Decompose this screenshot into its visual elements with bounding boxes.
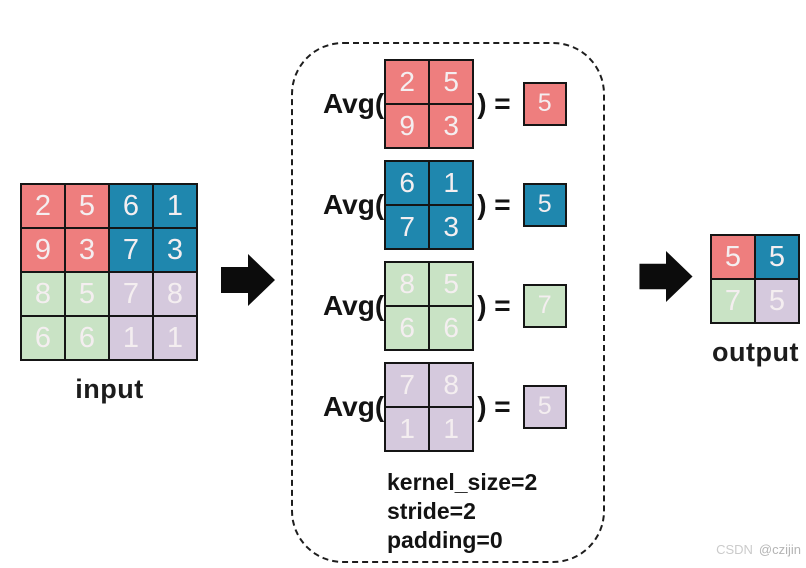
grid-cell: 6 [21,316,65,360]
watermark-handle: @czijin [758,542,801,557]
grid-cell: 7 [711,279,755,323]
grid-cell: 1 [385,406,430,451]
avg-prefix-label: Avg( [323,289,385,321]
grid-cell: 5 [755,235,799,279]
grid-cell: 6 [109,184,153,228]
grid-cell: 7 [109,272,153,316]
grid-cell: 2 [385,59,430,104]
grid-cell: 8 [153,272,197,316]
avg-result-cell: 5 [522,81,567,126]
equals-label: ) = [477,390,511,422]
avg-prefix-label: Avg( [323,188,385,220]
grid-cell: 6 [65,316,109,360]
equals-label: ) = [477,87,511,119]
param-line: stride=2 [387,498,476,524]
grid-cell: 1 [153,184,197,228]
avg-prefix-label: Avg( [323,390,385,422]
grid-cell: 7 [385,204,430,249]
input-label: input [75,374,144,404]
grid-cell: 6 [385,305,430,350]
pooling-params: kernel_size=2 stride=2 padding=0 [387,468,603,555]
grid-cell: 5 [429,261,474,306]
grid-cell: 5 [711,235,755,279]
param-line: padding=0 [387,527,503,553]
grid-cell: 1 [429,406,474,451]
arrow-right-icon [221,254,275,306]
grid-cell: 1 [429,160,474,205]
grid-cell: 5 [755,279,799,323]
equals-label: ) = [477,188,511,220]
avg-result-cell: 5 [522,182,567,227]
grid-cell: 3 [153,228,197,272]
grid-cell: 3 [65,228,109,272]
grid-cell: 9 [21,228,65,272]
grid-cell: 5 [65,272,109,316]
avg-prefix-label: Avg( [323,87,385,119]
grid-cell: 7 [109,228,153,272]
grid-cell: 8 [21,272,65,316]
watermark-site: CSDN [716,542,753,557]
avg-result-cell: 5 [522,384,567,429]
arrow-right-icon [639,250,693,303]
grid-cell: 6 [429,305,474,350]
grid-cell: 7 [385,362,430,407]
avg-result-cell: 7 [522,283,567,328]
grid-cell: 8 [385,261,430,306]
grid-cell: 8 [429,362,474,407]
grid-cell: 1 [109,316,153,360]
grid-cell: 3 [429,103,474,148]
grid-cell: 3 [429,204,474,249]
grid-cell: 9 [385,103,430,148]
grid-cell: 5 [65,184,109,228]
param-line: kernel_size=2 [387,469,538,495]
grid-cell: 6 [385,160,430,205]
grid-cell: 2 [21,184,65,228]
watermark: CSDN @czijin [716,542,801,557]
grid-cell: 1 [153,316,197,360]
grid-cell: 5 [429,59,474,104]
equals-label: ) = [477,289,511,321]
output-label: output [712,337,799,367]
